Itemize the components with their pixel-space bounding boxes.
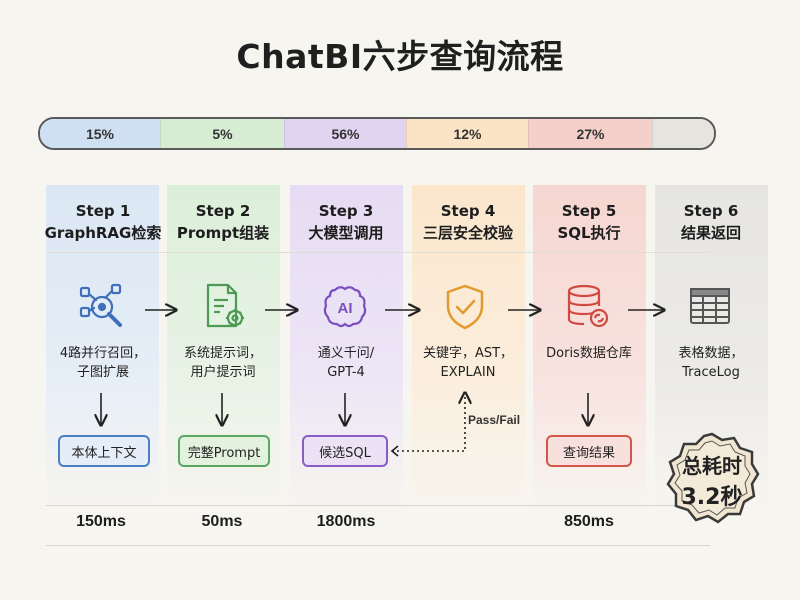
pass-fail-label: Pass/Fail <box>468 413 521 427</box>
ai-chip-icon: AI <box>323 286 367 328</box>
step-3-description: 通义千问/GPT-4 <box>317 346 375 380</box>
total-value: 3.2秒 <box>681 484 743 510</box>
output-full-prompt: 完整Prompt <box>178 435 270 467</box>
divider <box>46 545 710 546</box>
progress-segment-1: 15% <box>40 119 160 148</box>
step-1-description: 4路并行召回，子图扩展 <box>59 346 147 380</box>
progress-segment-5: 27% <box>528 119 652 148</box>
output-candidate-sql: 候选SQL <box>302 435 388 467</box>
step-1-time: 150ms <box>76 513 126 530</box>
step-5-time: 850ms <box>564 513 614 530</box>
step-6-description: 表格数据，TraceLog <box>678 346 744 380</box>
arrow-feedback-loop <box>392 393 465 452</box>
shield-check-icon <box>446 284 484 330</box>
progress-bar: 15% 5% 56% 12% 27% <box>38 117 716 150</box>
step-5-description: Doris数据仓库 <box>546 346 632 361</box>
progress-segment-2: 5% <box>160 119 284 148</box>
table-icon <box>690 288 730 324</box>
total-time-badge: 总耗时 3.2秒 <box>662 432 762 524</box>
step-column-4 <box>412 185 525 510</box>
step-2-description: 系统提示词，用户提示词 <box>183 346 262 380</box>
total-label: 总耗时 <box>682 453 742 478</box>
step-3-time: 1800ms <box>316 513 376 530</box>
page-title: ChatBI六步查询流程 <box>236 37 564 76</box>
output-query-result: 查询结果 <box>546 435 632 467</box>
step-4-description: 关键字，AST，EXPLAIN <box>422 346 514 380</box>
svg-text:AI: AI <box>338 300 353 317</box>
progress-segment-6 <box>652 119 714 148</box>
document-gear-icon <box>206 283 244 328</box>
badge-icon <box>666 432 760 524</box>
progress-segment-3: 56% <box>284 119 406 148</box>
progress-segment-4: 12% <box>406 119 528 148</box>
divider <box>46 505 710 506</box>
database-icon <box>567 284 609 328</box>
graph-search-icon <box>79 283 122 327</box>
step-2-time: 50ms <box>201 513 243 530</box>
output-ontology-context: 本体上下文 <box>58 435 150 467</box>
divider <box>46 252 710 253</box>
